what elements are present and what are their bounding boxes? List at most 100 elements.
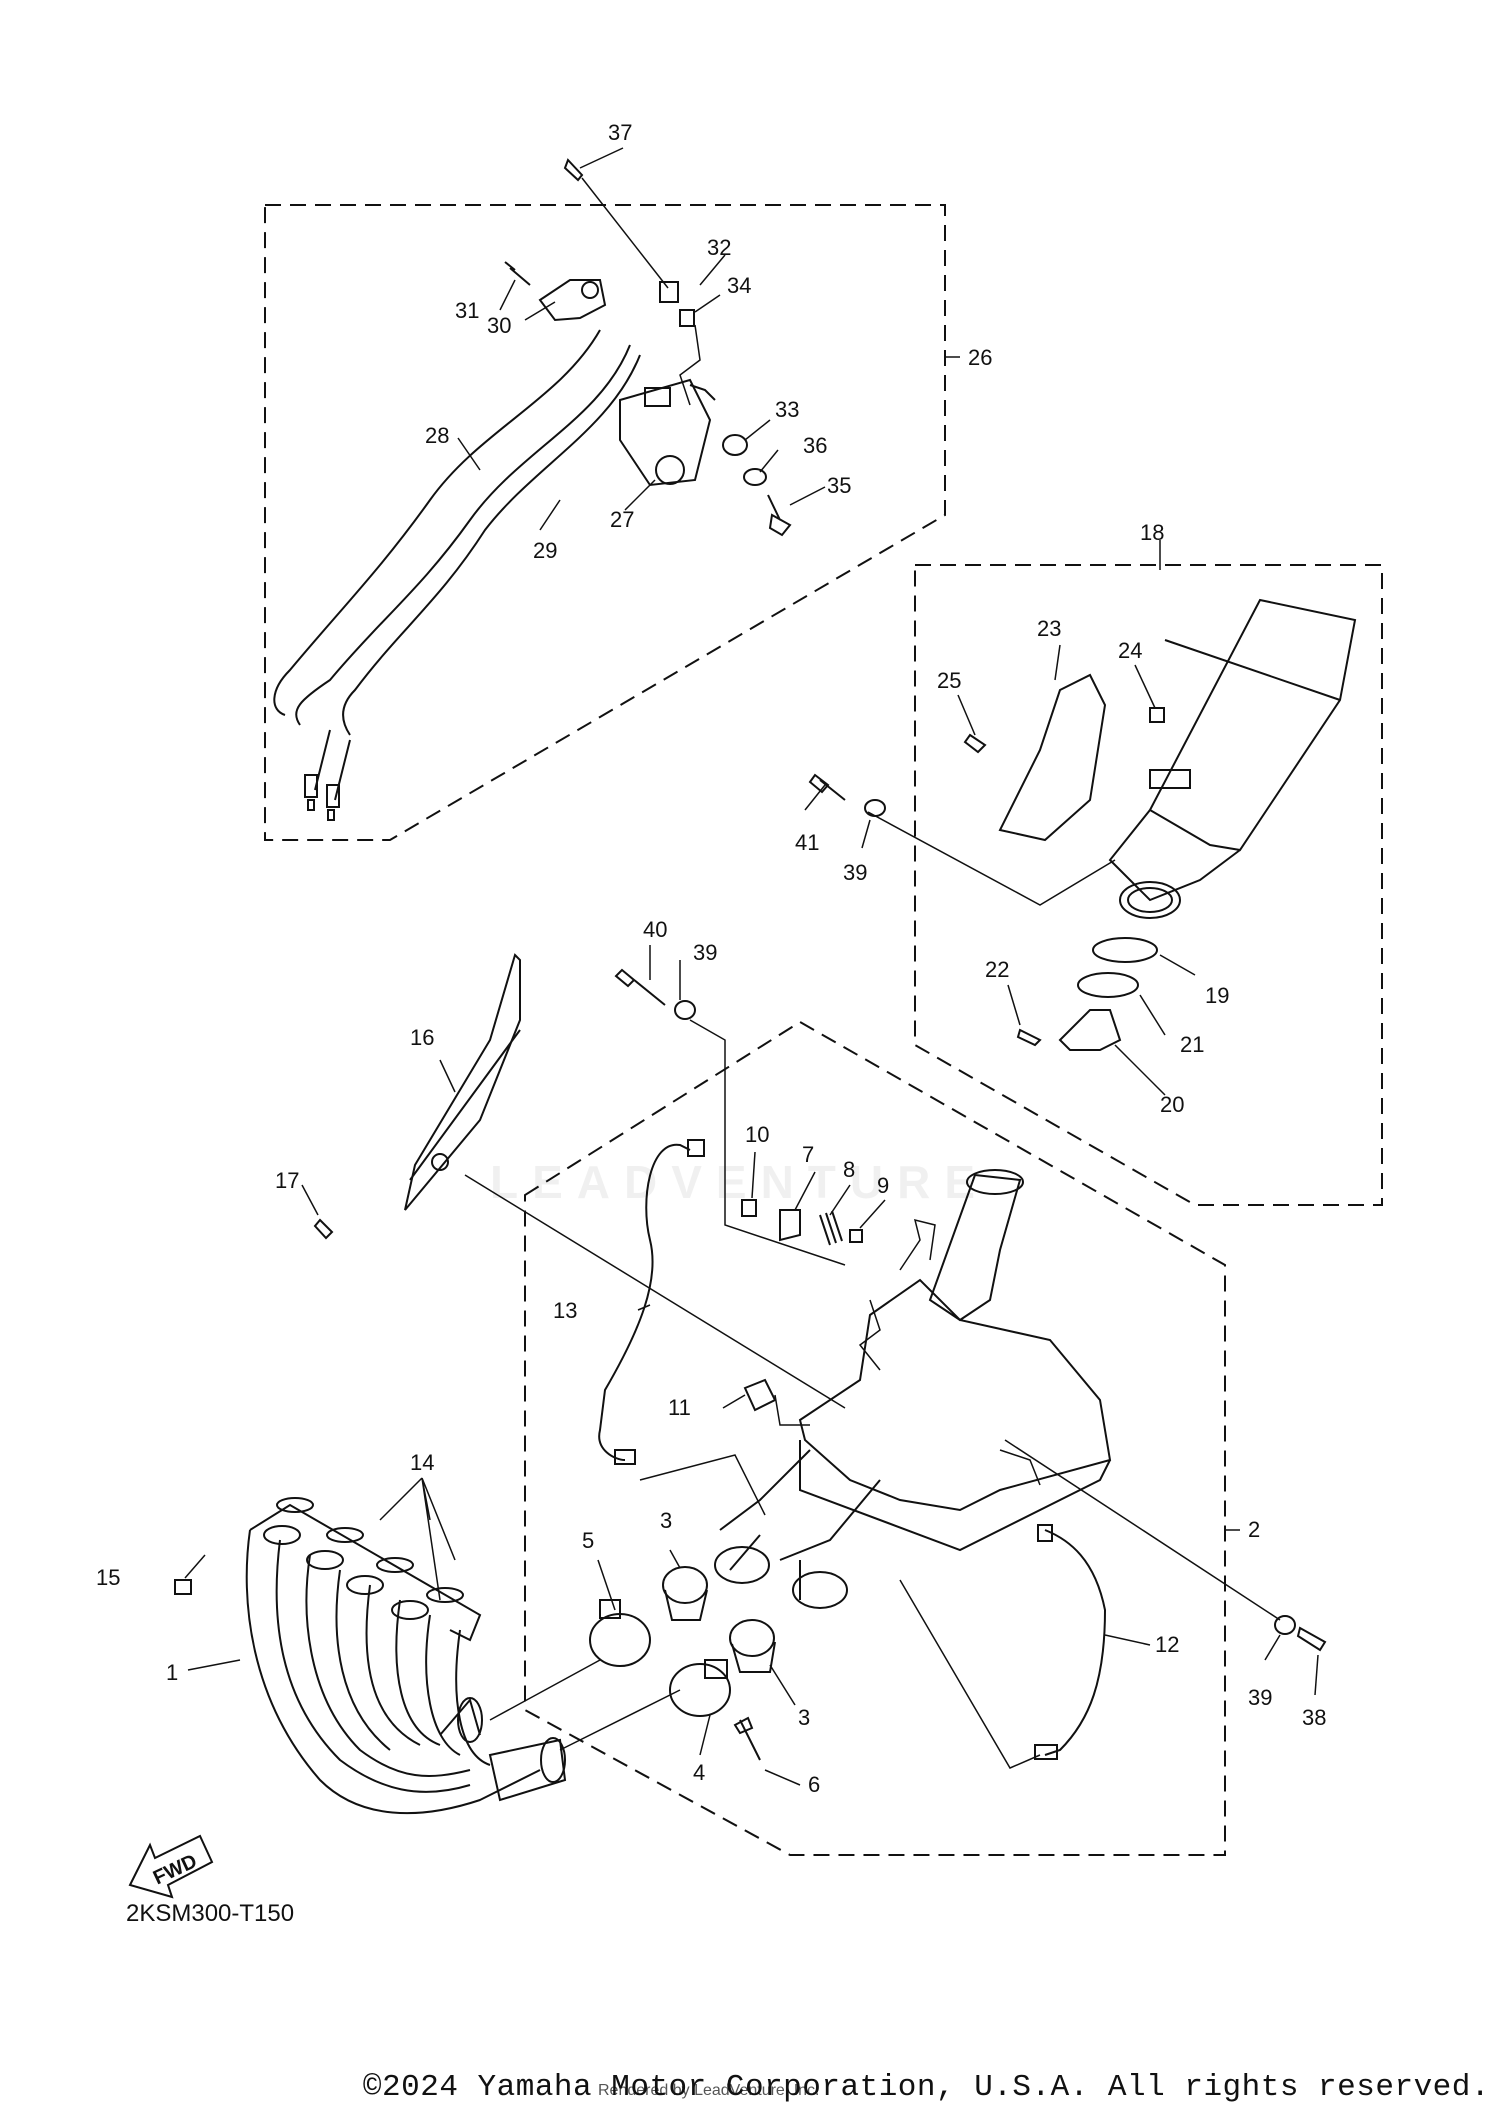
callout-29: 29	[533, 538, 557, 563]
clamp-5	[589, 1599, 651, 1667]
callout-4: 4	[693, 1760, 705, 1785]
bolt-17	[313, 1218, 334, 1240]
callout-3b: 3	[798, 1705, 810, 1730]
callout-23: 23	[1037, 616, 1061, 641]
spring-8	[819, 1210, 843, 1246]
callout-1: 1	[166, 1660, 178, 1685]
callout-6: 6	[808, 1772, 820, 1797]
group-box-2	[524, 1020, 1226, 1856]
callout-33: 33	[775, 397, 799, 422]
bolt-31	[504, 261, 531, 286]
exhaust-valve-servo	[619, 378, 716, 487]
callout-39a: 39	[843, 860, 867, 885]
collar-34	[679, 309, 695, 327]
fwd-arrow-icon	[128, 1834, 214, 1899]
callout-22: 22	[985, 957, 1009, 982]
clamp-32	[659, 281, 679, 303]
callout-35: 35	[827, 473, 851, 498]
callout-17: 17	[275, 1168, 299, 1193]
callout-19: 19	[1205, 983, 1229, 1008]
gasket-14c	[376, 1557, 414, 1573]
nut-9	[849, 1229, 863, 1243]
gasket-14b	[326, 1527, 364, 1543]
washer-39c	[1274, 1615, 1296, 1635]
callout-38: 38	[1302, 1705, 1326, 1730]
callout-39c: 39	[1248, 1685, 1272, 1710]
gasket-19	[1092, 937, 1158, 963]
clip-11	[743, 1378, 777, 1412]
gasket-14d	[426, 1587, 464, 1603]
rendered-by: Rendered by LeadVenture, Inc.	[598, 2082, 820, 2099]
callout-15: 15	[96, 1565, 120, 1590]
bolt-38	[1296, 1626, 1327, 1652]
callout-30: 30	[487, 313, 511, 338]
throttle-cables	[273, 329, 641, 821]
callout-31: 31	[455, 298, 479, 323]
callout-3a: 3	[660, 1508, 672, 1533]
o2-sensor-13	[598, 1139, 766, 1516]
bolt-37	[563, 158, 584, 182]
callout-36: 36	[803, 433, 827, 458]
callout-26: 26	[968, 345, 992, 370]
callout-10: 10	[745, 1122, 769, 1147]
bracket-30	[538, 279, 607, 322]
bolt-35	[767, 494, 792, 537]
callout-25: 25	[937, 668, 961, 693]
bolt-40	[614, 968, 666, 1006]
clamp-20	[1058, 1009, 1122, 1051]
bolt-6	[733, 1716, 761, 1761]
silencer-body-2	[714, 1169, 1112, 1609]
callout-27: 27	[610, 507, 634, 532]
nut-15	[174, 1579, 192, 1595]
copyright: ©2024 Yamaha Motor Corporation, U.S.A. A…	[362, 2070, 1490, 2105]
group-box-18	[914, 564, 1383, 1206]
callout-13: 13	[553, 1298, 577, 1323]
callout-11: 11	[668, 1395, 691, 1420]
nut-10	[741, 1199, 757, 1217]
callout-12: 12	[1155, 1632, 1179, 1657]
callout-18: 18	[1140, 520, 1164, 545]
callout-14: 14	[410, 1450, 434, 1475]
callout-28: 28	[425, 423, 449, 448]
callout-34: 34	[727, 273, 751, 298]
callout-9: 9	[877, 1173, 889, 1198]
nut-24	[1149, 707, 1165, 723]
callout-5: 5	[582, 1528, 594, 1553]
callout-40: 40	[643, 917, 667, 942]
callout-7: 7	[802, 1142, 814, 1167]
grommet-33	[722, 434, 748, 456]
callout-21: 21	[1180, 1032, 1204, 1057]
gasket-14a	[276, 1497, 314, 1513]
washer-39b	[674, 1000, 696, 1020]
callout-24: 24	[1118, 638, 1142, 663]
heat-guard-23	[998, 673, 1107, 842]
sensor-12-tip	[1034, 1744, 1058, 1760]
diagram-code: 2KSM300-T150	[126, 1900, 295, 1927]
gasket-3b	[729, 1619, 775, 1657]
callout-32: 32	[707, 235, 731, 260]
callout-16: 16	[410, 1025, 434, 1050]
group-box-26	[264, 204, 946, 841]
clip-7	[779, 1209, 801, 1242]
o2-sensor-12	[1044, 1529, 1107, 1756]
callout-20: 20	[1160, 1092, 1184, 1117]
washer-39a	[864, 799, 886, 817]
bolt-22	[1016, 1028, 1042, 1047]
exhaust-header-1	[245, 1503, 681, 1815]
screw-25	[963, 733, 987, 754]
leader-37	[581, 177, 669, 289]
callout-39b: 39	[693, 940, 717, 965]
sensor-12-head	[1037, 1524, 1053, 1542]
gasket-21	[1077, 972, 1139, 998]
callout-2: 2	[1248, 1517, 1260, 1542]
gasket-3a	[662, 1566, 708, 1604]
muffler-18	[1108, 598, 1357, 919]
watermark: LEADVENTURE	[490, 1156, 990, 1208]
heat-shield-16	[404, 953, 521, 1211]
washer-36	[743, 468, 767, 486]
clamp-4	[669, 1659, 731, 1717]
callout-37: 37	[608, 120, 632, 145]
callout-8: 8	[843, 1157, 855, 1182]
callout-41: 41	[795, 830, 819, 855]
